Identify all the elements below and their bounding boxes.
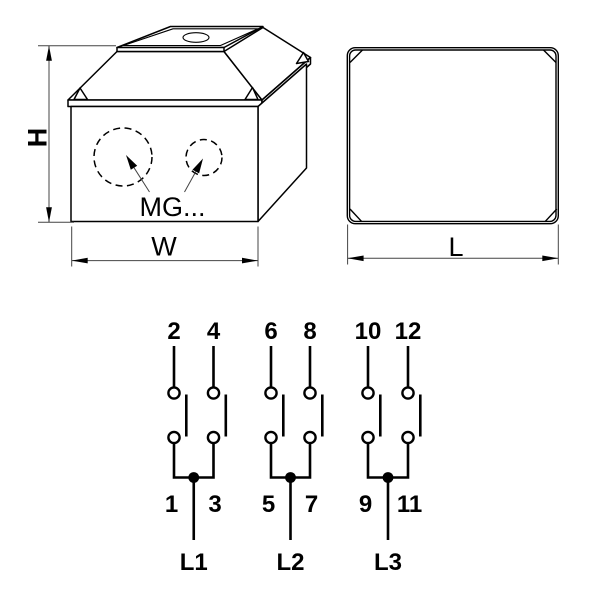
knockout-leader-line-left (133, 167, 150, 193)
contact-upper (361, 386, 375, 400)
height-dimension-label: H (23, 128, 53, 148)
corner-post-left (73, 87, 89, 101)
terminal-label-bottom-right: 11 (397, 491, 422, 518)
width-arrow-left (71, 257, 88, 264)
contact-lower (264, 430, 278, 445)
contact-upper (206, 386, 221, 400)
lid-top-plate-inner-border (122, 28, 259, 47)
contact-lower (167, 430, 181, 445)
length-arrow-left (347, 255, 364, 262)
top-view-outline-outer (346, 47, 559, 225)
phase-label: L2 (276, 549, 304, 576)
terminal-label-bottom-left: 9 (359, 491, 372, 518)
circuit-group-l3: 10 12 9 11 L3 (355, 318, 423, 576)
contact-upper (401, 386, 415, 400)
length-dimension: L (347, 224, 559, 265)
width-arrow-right (242, 257, 258, 264)
contact-upper (167, 386, 181, 400)
phase-label: L3 (374, 549, 402, 576)
circuit-group-l2: 6 8 5 7 L2 (262, 318, 324, 576)
knockout-large-circle (93, 127, 153, 187)
knockout-arrowhead-right (192, 158, 203, 174)
lid-top-plate-edge (116, 46, 225, 53)
terminal-label-top-left: 10 (355, 318, 382, 345)
knockout-arrowhead-left (126, 155, 138, 170)
corner-post-back (295, 51, 310, 65)
rim-front (67, 99, 263, 108)
lid-top-hole (182, 32, 210, 43)
terminal-label-top-right: 8 (303, 318, 316, 345)
circuit-group-l1: 2 4 1 3 L1 (165, 318, 228, 576)
pictorial-view: MG... H W (23, 25, 312, 267)
knockout-label: MG... (140, 192, 206, 222)
height-arrow-down (46, 207, 52, 223)
circuit-diagram: 2 4 1 3 L1 6 8 (165, 318, 422, 576)
phase-label: L1 (180, 549, 208, 576)
terminal-label-top-left: 6 (264, 318, 277, 345)
length-dimension-label: L (448, 232, 463, 262)
terminal-label-bottom-left: 5 (262, 491, 275, 518)
contact-lower (401, 430, 415, 445)
corner-chamfer-bottom-left (349, 208, 363, 223)
contact-upper (303, 386, 317, 400)
terminal-label-top-right: 4 (207, 318, 221, 345)
knockout-small-circle (185, 138, 223, 177)
corner-post-right (244, 86, 259, 101)
height-arrow-up (46, 45, 52, 61)
contact-lower (303, 430, 317, 445)
body-front-face (70, 105, 259, 223)
height-dimension: H (23, 45, 116, 223)
contact-upper (264, 386, 278, 400)
top-view-outline-inner (348, 49, 557, 223)
terminal-label-top-right: 12 (395, 318, 422, 345)
top-view: L (346, 47, 559, 265)
length-arrow-right (542, 255, 559, 262)
corner-chamfer-bottom-right (544, 208, 558, 223)
width-dimension: W (71, 226, 259, 267)
corner-chamfer-top-right (543, 49, 557, 63)
contact-lower (206, 430, 221, 445)
knockout-leader-line-right (184, 171, 197, 193)
corner-chamfer-top-left (349, 49, 363, 63)
width-dimension-label: W (151, 232, 177, 262)
terminal-label-bottom-left: 1 (165, 491, 178, 518)
terminal-label-top-left: 2 (167, 318, 180, 345)
contact-lower (361, 430, 375, 445)
terminal-label-bottom-right: 3 (208, 491, 221, 518)
terminal-label-bottom-right: 7 (305, 491, 318, 518)
